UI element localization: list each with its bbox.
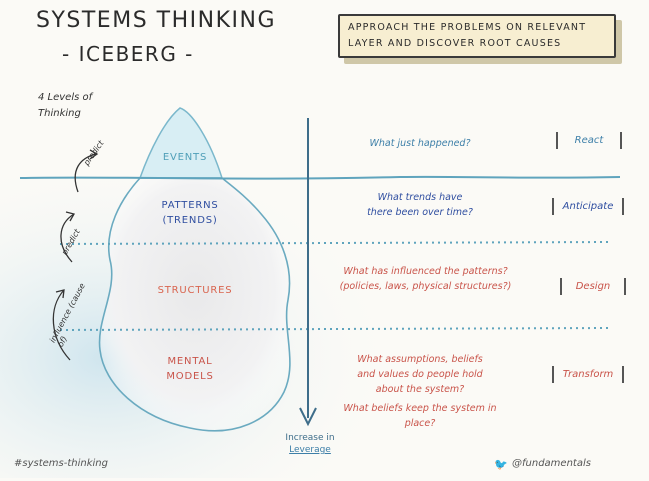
layer-name-sub: MODELS <box>166 371 214 382</box>
question-line: What just happened? <box>369 138 471 149</box>
layer-name: EVENTS <box>162 152 208 163</box>
predict-arrow-mid <box>60 213 75 263</box>
question-structures: What has influenced the patterns? (polic… <box>318 264 533 294</box>
influence-arrow <box>52 289 71 361</box>
question-line: there been over time? <box>367 207 473 218</box>
action-react-badge: React <box>556 132 622 149</box>
layer-name: PATTERNS <box>161 200 219 211</box>
levels-line-1: 4 Levels of <box>38 92 93 103</box>
leverage-line-2: Leverage <box>289 445 331 455</box>
twitter-handle: @fundamentals <box>512 458 591 469</box>
callout-line-2: LAYER AND DISCOVER ROOT CAUSES <box>348 38 562 49</box>
question-line: What assumptions, beliefs <box>357 354 483 365</box>
question-line: What beliefs keep the system in place? <box>343 403 497 429</box>
layer-models-label: MENTAL MODELS <box>150 354 230 384</box>
callout-box: APPROACH THE PROBLEMS ON RELEVANT LAYER … <box>338 14 616 58</box>
action-transform-badge: Transform <box>552 366 624 383</box>
hashtag: #systems-thinking <box>14 458 108 469</box>
question-line: and values do people hold <box>357 369 483 380</box>
iceberg-tip <box>138 107 224 179</box>
waterline <box>19 175 621 180</box>
leverage-label: Increase in Leverage <box>278 432 342 456</box>
action-anticipate-badge: Anticipate <box>552 198 624 215</box>
divider-structures-models <box>59 327 611 331</box>
layer-structures-label: STRUCTURES <box>140 283 250 298</box>
layer-name-sub: (TRENDS) <box>162 215 218 226</box>
callout-line-1: APPROACH THE PROBLEMS ON RELEVANT <box>348 22 587 33</box>
leverage-arrow-head <box>299 407 317 427</box>
question-line: (policies, laws, physical structures?) <box>339 281 512 292</box>
question-models: What assumptions, beliefs and values do … <box>330 352 510 431</box>
question-patterns: What trends have there been over time? <box>335 190 505 220</box>
layer-events-label: EVENTS <box>150 150 220 165</box>
divider-patterns-structures <box>59 241 611 245</box>
twitter-icon: 🐦 <box>494 458 508 471</box>
layer-name: STRUCTURES <box>157 285 233 296</box>
page-subtitle: - ICEBERG - <box>62 42 194 66</box>
action-design-badge: Design <box>560 278 626 295</box>
iceberg-body <box>98 177 291 432</box>
layer-name: MENTAL <box>167 356 213 367</box>
levels-line-2: Thinking <box>38 108 81 119</box>
predict-arrow-top <box>74 153 97 193</box>
layer-patterns-label: PATTERNS (TRENDS) <box>145 198 235 228</box>
question-line: What has influenced the patterns? <box>343 266 508 277</box>
question-line: about the system? <box>375 384 465 395</box>
levels-label: 4 Levels of Thinking <box>38 90 92 122</box>
page-title: SYSTEMS THINKING <box>36 8 276 33</box>
leverage-line-1: Increase in <box>285 433 335 443</box>
question-line: What trends have <box>377 192 463 203</box>
question-events: What just happened? <box>340 136 500 151</box>
